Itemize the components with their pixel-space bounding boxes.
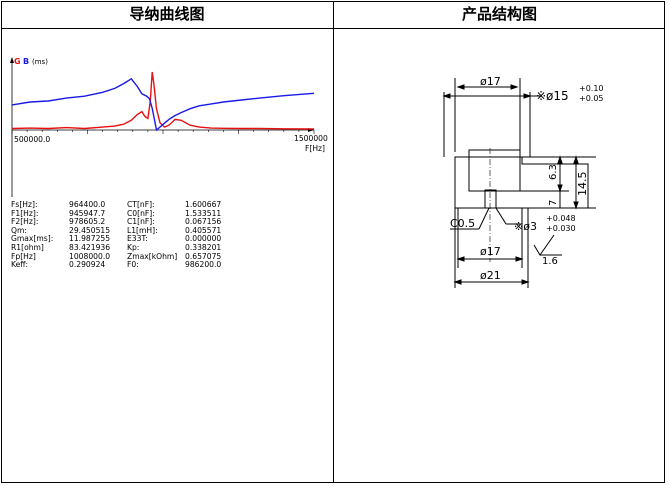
inner-cavity [468, 149, 521, 192]
dim-arrow [573, 201, 579, 210]
legend-g: G [14, 57, 21, 66]
param-value: 0.290924 [69, 260, 106, 270]
param-value: 0.067156 [185, 217, 222, 227]
param-value: 11.987255 [69, 234, 111, 244]
param-value: 1.600667 [185, 200, 222, 209]
param-value: 83.421936 [69, 242, 111, 252]
param-key: Gmax[ms]: [11, 234, 54, 244]
dim-arrow [456, 84, 465, 90]
y-axis-arrow [10, 57, 14, 63]
dim-hole-tol-lower: +0.030 [546, 224, 576, 233]
dim-leader [495, 207, 507, 225]
dim-top-width: ø17 [480, 75, 501, 88]
legend-b: B [23, 57, 29, 66]
dim-outer-tol-lower: +0.05 [579, 94, 604, 103]
param-key: Qm: [11, 225, 27, 235]
roughness-symbol [533, 234, 555, 256]
param-key: Keff: [11, 260, 29, 270]
param-key: F0: [127, 260, 139, 270]
series-layer [11, 71, 315, 132]
admittance-chart: G B (ms) 500000.0 1500000 F[Hz] [10, 57, 328, 197]
dim-arrow [573, 155, 579, 164]
param-key: C1[nF]: [127, 217, 155, 227]
chart-axes [10, 57, 314, 197]
param-value: 0.405571 [185, 225, 222, 235]
param-key: CT[nF]: [127, 200, 155, 209]
dim-inner-height: 7 [548, 200, 559, 206]
dim-arrow [515, 256, 524, 262]
dim-hole-tol-upper: +0.048 [546, 214, 576, 223]
param-key: F2[Hz]: [11, 217, 39, 227]
series-line-b [11, 77, 315, 132]
x-min-label: 500000.0 [14, 135, 50, 144]
param-value: 986200.0 [185, 260, 222, 270]
param-value: 0.000000 [185, 234, 222, 244]
param-value: 1008000.0 [69, 251, 111, 261]
dim-leader [478, 207, 490, 230]
param-key: F1[Hz]: [11, 208, 39, 218]
dim-arrow [521, 279, 530, 285]
dim-hole-dia: ※ø3 [514, 220, 537, 233]
table-row: Fp[Hz] 1008000.0 Zmax[kOhm] 0.657075 [11, 251, 245, 262]
param-value: 964400.0 [69, 200, 106, 209]
roughness-value: 1.6 [542, 256, 558, 267]
param-key: C0[nF]: [127, 208, 155, 218]
dim-step-height: 6.3 [548, 164, 559, 180]
dim-outer-dia: ※ø15 [536, 89, 569, 103]
table-row: Gmax[ms]: 11.987255 E33T: 0.000000 [11, 235, 245, 244]
param-value: 0.657075 [185, 251, 222, 261]
param-key: Fp[Hz] [11, 251, 36, 261]
x-axis-label: F[Hz] [305, 144, 325, 153]
dim-bottom-inner: ø17 [480, 245, 501, 258]
x-axis-ticks [11, 130, 315, 134]
param-value: 978605.2 [69, 217, 106, 227]
structure-drawing: ø17 ※ø15 +0.10 +0.05 6.3 7 14.5 C0.5 ※ø3… [442, 75, 604, 288]
dim-outer-tol-upper: +0.10 [579, 84, 604, 93]
param-value: 945947.7 [69, 208, 106, 218]
param-key: Kp: [127, 242, 140, 252]
table-row: R1[ohm] 83.421936 Kp: 0.338201 [11, 242, 245, 253]
product-structure-header: 产品结构图 [461, 5, 537, 23]
param-value: 0.338201 [185, 242, 222, 252]
admittance-curve-header: 导纳曲线图 [129, 5, 205, 23]
dim-chamfer: C0.5 [450, 217, 475, 230]
param-key: Zmax[kOhm] [127, 251, 178, 261]
dim-bottom-outer: ø21 [480, 269, 501, 282]
x-max-label: 1500000 [294, 134, 328, 143]
param-key: E33T: [127, 234, 148, 244]
column-divider [333, 1, 334, 483]
param-value: 1.533511 [185, 208, 222, 218]
dim-arrow [523, 93, 532, 99]
param-value: 29.450515 [69, 225, 111, 235]
dim-arrow [453, 279, 462, 285]
dim-arrow [442, 93, 451, 99]
dim-total-height: 14.5 [576, 172, 589, 197]
param-key: Fs[Hz]: [11, 200, 38, 209]
table-row: F2[Hz]: 978605.2 C1[nF]: 0.067156 [11, 218, 245, 227]
table-row: Fs[Hz]: 964400.0 CT[nF]: 1.600667 [11, 200, 245, 210]
table-row: Keff: 0.290924 F0: 986200.0 [11, 261, 245, 270]
center-hole [484, 189, 497, 209]
parameter-table: Fs[Hz]: 964400.0 CT[nF]: 1.600667 F1[Hz]: 94… [11, 200, 245, 270]
legend-unit: (ms) [32, 58, 48, 66]
dim-arrow [557, 155, 563, 164]
dim-arrow [510, 84, 519, 90]
table-row: Qm: 29.450515 L1[mH]: 0.405571 [11, 225, 245, 236]
series-line-g [11, 71, 315, 130]
part-outline [454, 156, 589, 209]
param-key: R1[ohm] [11, 242, 44, 252]
param-key: L1[mH]: [127, 225, 158, 235]
dim-arrow [557, 184, 563, 193]
table-row: F1[Hz]: 945947.7 C0[nF]: 1.533511 [11, 208, 245, 219]
dim-arrow [456, 256, 465, 262]
